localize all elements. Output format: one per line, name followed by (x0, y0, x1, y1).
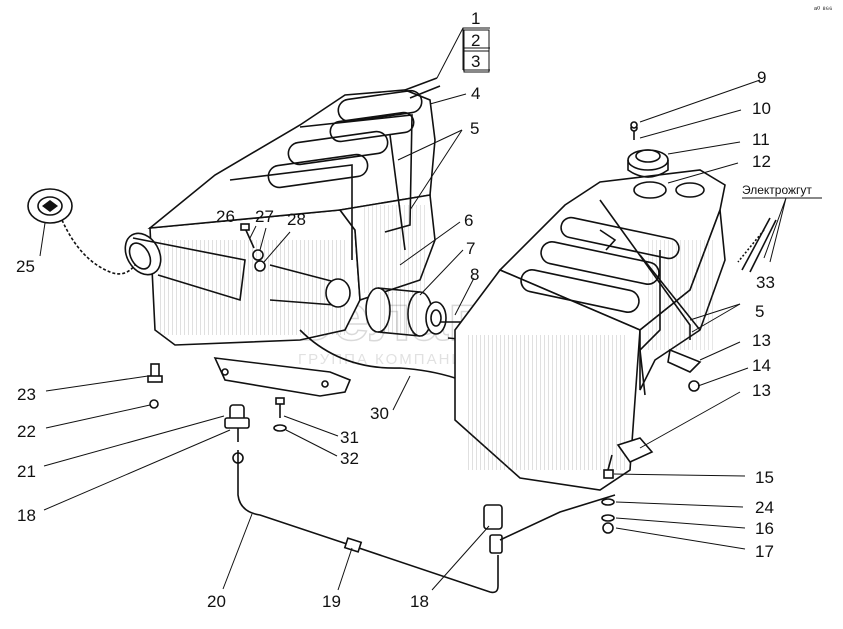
nut-28 (254, 260, 266, 272)
callout-5-left: 5 (470, 119, 479, 138)
connecting-pipe (232, 450, 616, 594)
fuel-line (299, 329, 456, 379)
bolt-9 (630, 121, 638, 129)
callout-5-right: 5 (755, 302, 764, 321)
callout-27: 27 (255, 207, 274, 226)
callout-1: 1 (471, 9, 480, 28)
callout-32: 32 (340, 449, 359, 468)
fuel-level-sender (627, 124, 669, 178)
callout-24: 24 (755, 498, 774, 517)
valve-21 (224, 404, 250, 442)
callout-8: 8 (470, 265, 479, 284)
callout-3: 3 (471, 52, 480, 71)
callout-18-left: 18 (17, 506, 36, 525)
corner-mark: ᵃ⁰ ⁸⁶⁶ (814, 5, 832, 14)
filter-assembly (365, 287, 471, 341)
callout-15: 15 (755, 468, 774, 487)
callout-28: 28 (287, 210, 306, 229)
leader-lines (39, 27, 822, 591)
callout-7: 7 (466, 239, 475, 258)
washer-24 (601, 498, 615, 506)
callout-13-upper: 13 (752, 331, 771, 350)
callout-16: 16 (755, 519, 774, 538)
callout-14: 14 (752, 356, 771, 375)
callout-25: 25 (16, 257, 35, 276)
bolt-26 (240, 223, 255, 249)
callout-2: 2 (471, 31, 480, 50)
right-fuel-tank (454, 169, 726, 491)
washer-22 (149, 399, 159, 409)
callout-6: 6 (464, 211, 473, 230)
callout-22: 22 (17, 422, 36, 441)
nut-17 (602, 522, 614, 534)
washer-32 (273, 424, 287, 432)
left-fuel-tank (124, 77, 441, 397)
callout-33: 33 (756, 273, 775, 292)
callout-4: 4 (471, 84, 480, 103)
callout-30: 30 (370, 404, 389, 423)
callout-20: 20 (207, 592, 226, 611)
fuel-cap (27, 188, 136, 275)
watermark-subtitle: ГРУППА КОМПАНИЙ (298, 350, 477, 368)
callout-12: 12 (752, 152, 771, 171)
callout-26: 26 (216, 207, 235, 226)
fitting-23 (147, 363, 163, 383)
callout-13-lower: 13 (752, 381, 771, 400)
callout-23: 23 (17, 385, 36, 404)
callout-19: 19 (322, 592, 341, 611)
callout-17: 17 (755, 542, 774, 561)
callout-labels: 1 2 3 4 5 6 7 8 9 10 11 12 5 13 14 13 15… (16, 9, 812, 611)
bolt-31 (275, 397, 285, 418)
callout-9: 9 (757, 68, 766, 87)
callout-11: 11 (752, 130, 770, 149)
callout-18-bottom: 18 (410, 592, 429, 611)
harness-label: Электрожгут (742, 183, 812, 197)
callout-31: 31 (340, 428, 359, 447)
nut-14 (688, 380, 700, 392)
washer-27 (252, 249, 264, 261)
washer-16 (601, 514, 615, 522)
callout-21: 21 (17, 462, 36, 481)
callout-10: 10 (752, 99, 771, 118)
bolt-15 (603, 454, 614, 479)
wiring-harness (737, 217, 777, 273)
